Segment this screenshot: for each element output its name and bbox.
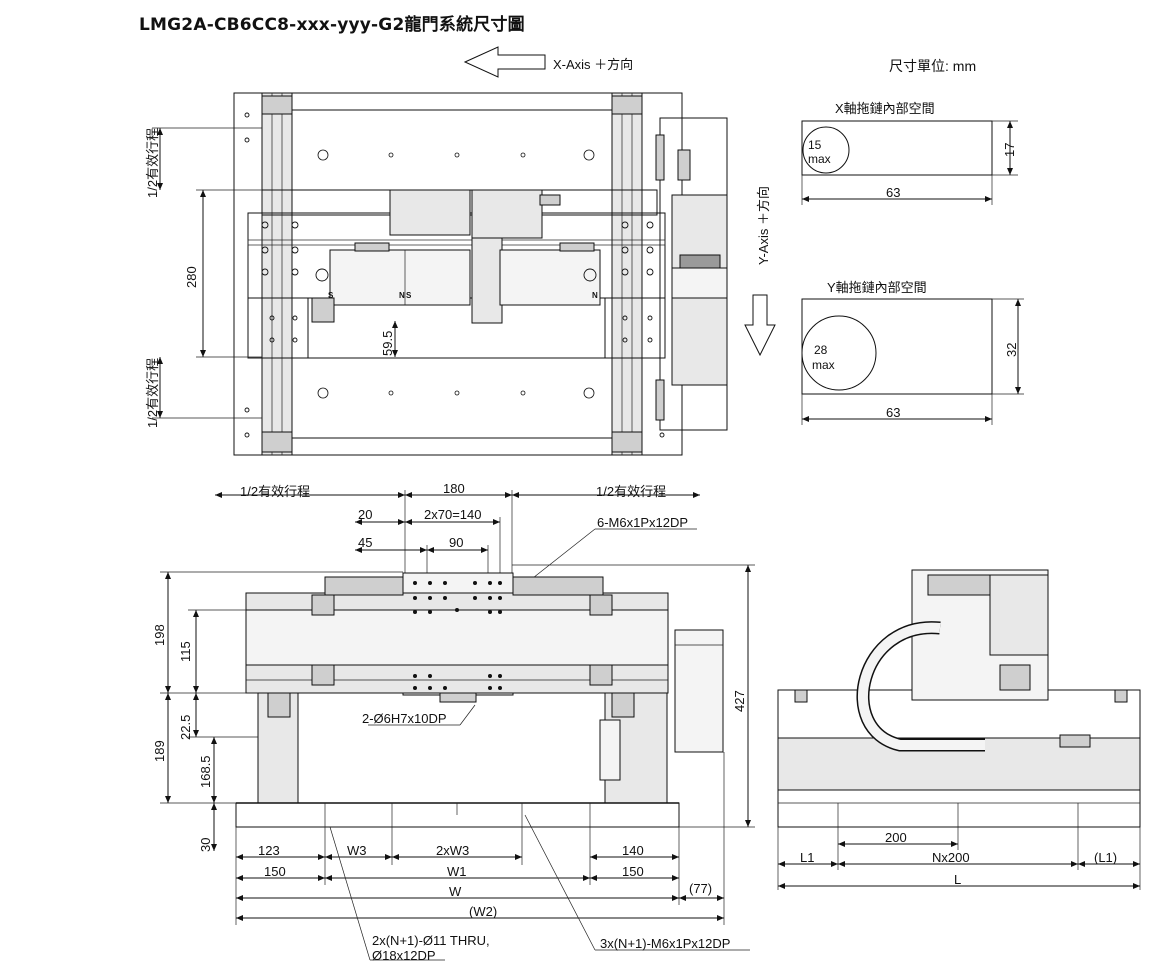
y-chain-diagram (801, 298, 1024, 425)
x-chain-height: 17 (1002, 142, 1017, 157)
sensor-s-mid: S (406, 291, 412, 300)
thru-hole-note-2: Ø18x12DP (372, 948, 436, 963)
side-view (777, 569, 1141, 890)
dim-150-right: 150 (622, 864, 644, 879)
x-chain-title: X軸拖鏈內部空間 (835, 101, 935, 116)
dim-l: L (954, 872, 962, 887)
thru-hole-note-1: 2x(N+1)-Ø11 THRU, (372, 933, 490, 948)
dim-2x70: 2x70=140 (424, 507, 482, 522)
dim-198: 198 (152, 624, 167, 646)
dim-30: 30 (198, 837, 213, 852)
dim-90: 90 (449, 535, 464, 550)
dim-123: 123 (258, 843, 280, 858)
dim-20: 20 (358, 507, 373, 522)
dim-w2: (W2) (469, 904, 498, 919)
dim-200: 200 (885, 830, 907, 845)
y-chain-width: 63 (886, 405, 901, 420)
dim-l1-right: (L1) (1094, 850, 1118, 865)
x-chain-circle: 15 (808, 138, 822, 152)
drawing-title: LMG2A-CB6CC8-xxx-yyy-G2龍門系統尺寸圖 (139, 15, 525, 35)
dim-280: 280 (184, 266, 199, 288)
dim-180: 180 (443, 481, 465, 496)
dim-77: (77) (689, 881, 713, 896)
dim-nx200: Nx200 (932, 850, 970, 865)
dim-140: 140 (622, 843, 644, 858)
dim-427: 427 (732, 690, 747, 712)
dim-59-5: 59.5 (380, 330, 395, 356)
dim-l1: L1 (800, 850, 815, 865)
y-chain-height: 32 (1004, 342, 1019, 357)
hole-m6-note: 6-M6x1Px12DP (597, 515, 689, 530)
unit-label: 尺寸單位: mm (889, 58, 977, 74)
y-chain-circle: 28 (814, 343, 828, 357)
front-half-stroke-left: 1/2有效行程 (240, 484, 311, 499)
dim-2xw3: 2xW3 (436, 843, 470, 858)
y-chain-max: max (812, 358, 835, 372)
y-axis-arrow-icon (744, 294, 776, 357)
sensor-n-left: N (399, 291, 405, 300)
half-stroke-top-label: 1/2有效行程 (145, 127, 160, 198)
x-axis-arrow-icon (463, 46, 546, 78)
front-view (160, 490, 755, 961)
dim-w: W (449, 884, 462, 899)
front-half-stroke-right: 1/2有效行程 (596, 484, 667, 499)
dim-22-5: 22.5 (178, 714, 193, 740)
x-axis-label: X-Axis ＋方向 (553, 57, 634, 72)
dim-45: 45 (358, 535, 373, 550)
dim-w1: W1 (447, 864, 467, 879)
sensor-s-left: S (328, 291, 334, 300)
dim-189: 189 (152, 740, 167, 762)
sensor-n-right: N (592, 291, 598, 300)
half-stroke-bottom-label: 1/2有效行程 (145, 357, 160, 428)
y-chain-title: Y軸拖鏈內部空間 (827, 280, 927, 295)
dim-150-left: 150 (264, 864, 286, 879)
dim-115: 115 (178, 641, 193, 662)
y-axis-label: Y-Axis ＋方向 (756, 186, 771, 265)
x-chain-diagram (801, 120, 1018, 205)
dim-w3: W3 (347, 843, 367, 858)
tap-hole-note: 3x(N+1)-M6x1Px12DP (600, 936, 731, 951)
pin-hole-note: 2-Ø6H7x10DP (362, 711, 447, 726)
top-view (152, 46, 776, 456)
x-chain-width: 63 (886, 185, 901, 200)
x-chain-max: max (808, 152, 831, 166)
dim-168-5: 168.5 (198, 755, 213, 788)
